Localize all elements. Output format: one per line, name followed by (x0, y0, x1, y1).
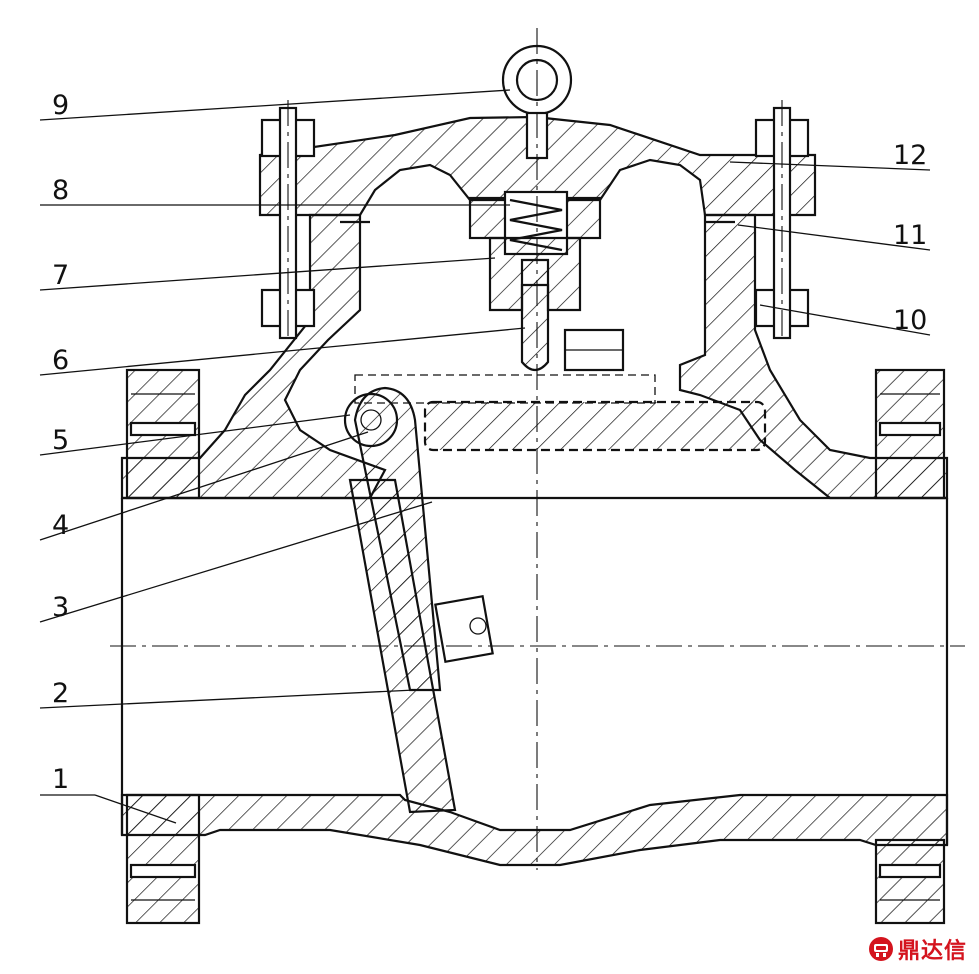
body-upper-right-wall (678, 213, 949, 500)
valve-disc (348, 478, 457, 814)
callout-10: 10 (893, 305, 927, 336)
brand-logo-icon (869, 937, 893, 961)
callout-6: 6 (52, 345, 69, 376)
callout-1: 1 (52, 764, 69, 795)
disc-nut (434, 594, 494, 664)
callout-9: 9 (52, 90, 69, 121)
hinge-pin (343, 392, 399, 448)
body-lower-wall (120, 793, 949, 867)
plunger-rod (520, 258, 550, 372)
open-arm-phantom (354, 374, 656, 404)
callout-12: 12 (893, 140, 927, 171)
callout-5: 5 (52, 425, 69, 456)
hinge-pin-center (360, 409, 382, 431)
callout-11: 11 (893, 220, 927, 251)
watermark-text: 鼎达信 (898, 939, 968, 964)
open-position-nut (563, 328, 625, 372)
callout-8: 8 (52, 175, 69, 206)
watermark: 鼎达信 (868, 933, 967, 965)
callout-2: 2 (52, 678, 69, 709)
callout-3: 3 (52, 592, 69, 623)
leader-lines (39, 89, 931, 824)
open-disc-position (423, 400, 767, 452)
callout-7: 7 (52, 260, 69, 291)
callout-4: 4 (52, 510, 69, 541)
